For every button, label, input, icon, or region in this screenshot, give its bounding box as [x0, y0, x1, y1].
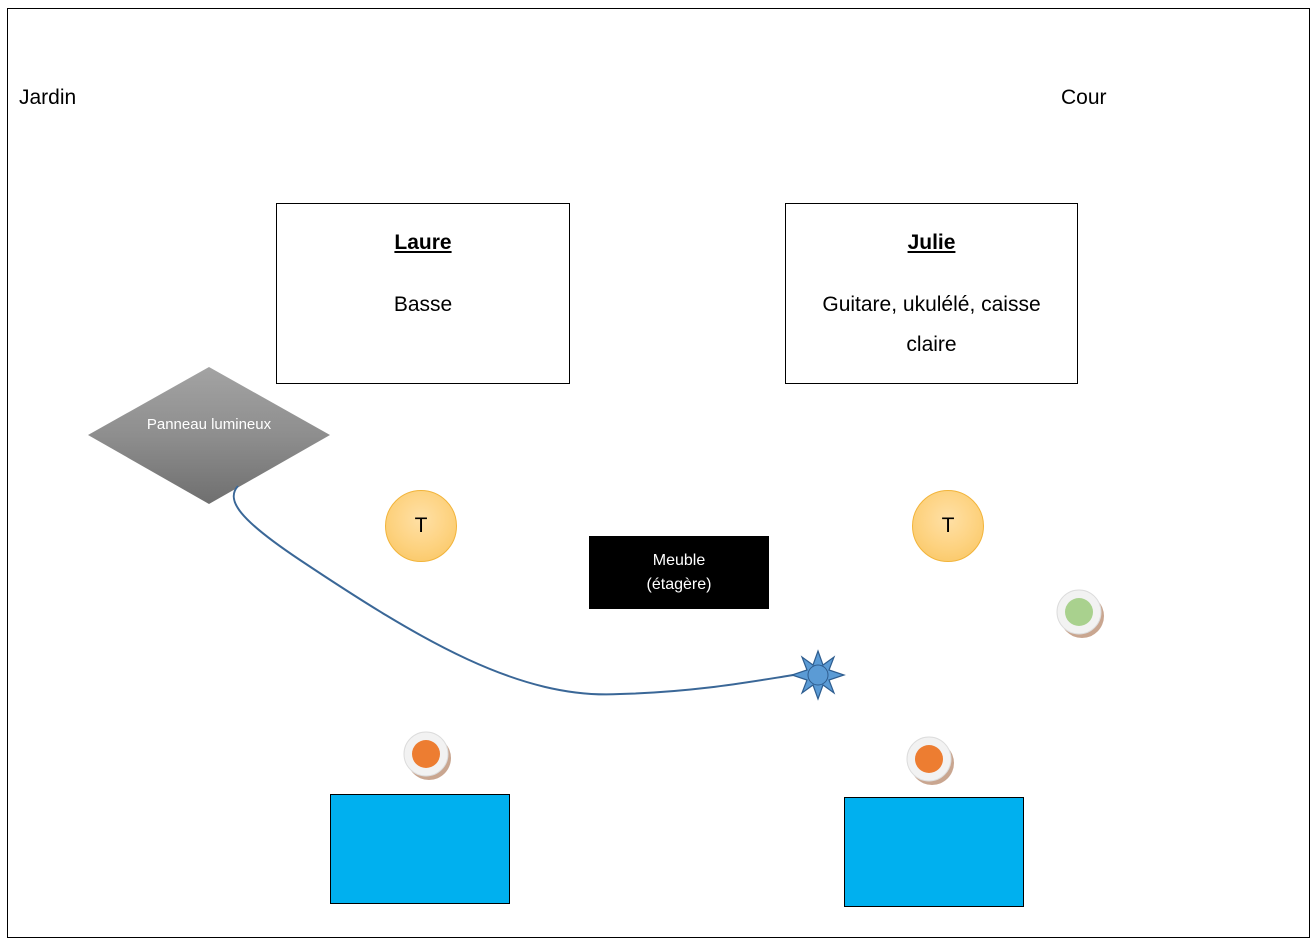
musician-box-laure: Laure Basse [276, 203, 570, 384]
light-panel-diamond [88, 367, 330, 504]
furniture-shelf: Meuble (étagère) [589, 536, 769, 609]
musician-box-julie: Julie Guitare, ukulélé, caisse claire [785, 203, 1078, 384]
monitor-left: T [385, 490, 457, 562]
stage-right-label: Cour [1061, 86, 1107, 109]
musician-name: Laure [394, 231, 452, 254]
furniture-line1: Meuble [652, 551, 706, 569]
stage-left-label: Jardin [19, 86, 77, 109]
monitor-right: T [912, 490, 984, 562]
musician-instruments: Basse [393, 293, 453, 316]
amp-left [330, 794, 510, 904]
musician-instruments: Guitare, ukulélé, caisse claire [822, 293, 1041, 356]
light-panel-label: Panneau lumineux [146, 416, 272, 433]
amp-right [844, 797, 1024, 907]
light-panel: Panneau lumineux [88, 367, 330, 504]
monitor-label: T [941, 514, 955, 537]
furniture-line2: (étagère) [646, 575, 712, 593]
monitor-label: T [414, 514, 428, 537]
musician-name: Julie [907, 231, 956, 254]
